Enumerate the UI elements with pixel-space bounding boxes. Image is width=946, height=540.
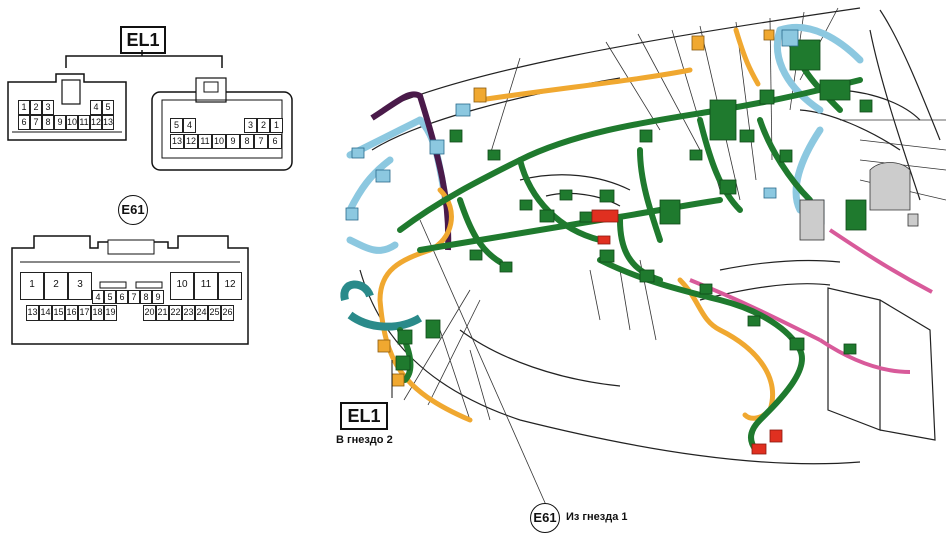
leader-lines [403,7,946,506]
el1-right-pin-10: 10 [212,134,226,149]
e61-pin-19: 19 [104,305,117,321]
e61-pin-15: 15 [52,305,65,321]
e61-pin-10: 10 [170,272,194,300]
el1-right-connector [151,77,293,171]
e61-pin-16: 16 [65,305,78,321]
e61-pin-26: 26 [221,305,234,321]
el1-left-pin-13: 13 [102,115,114,130]
el1-right-pin-1: 1 [270,118,283,133]
el1-left-pin-11: 11 [78,115,90,130]
el1-right-pin-3: 3 [244,118,257,133]
el1-right-pin-9: 9 [226,134,240,149]
e61-pin-1: 1 [20,272,44,300]
e61-pin-7: 7 [128,290,140,304]
el1-left-pin-6: 6 [18,115,30,130]
el1-right-pin-8: 8 [240,134,254,149]
purple-harness [370,91,452,251]
el1-left-pin-8: 8 [42,115,54,130]
e61-pin-13: 13 [26,305,39,321]
el1-connector-title: EL1 [120,26,166,54]
e61-pin-18: 18 [91,305,104,321]
el1-left-pin-3: 3 [42,100,54,115]
e61-pin-9: 9 [152,290,164,304]
el1-left-pin-5: 5 [102,100,114,115]
el1-left-pin-9: 9 [54,115,66,130]
e61-pin-4: 4 [92,290,104,304]
el1-right-pin-2: 2 [257,118,270,133]
e61-pin-23: 23 [182,305,195,321]
el1-left-pin-4: 4 [90,100,102,115]
red-connectors [591,209,783,455]
el1-right-pin-6: 6 [268,134,282,149]
e61-pin-11: 11 [194,272,218,300]
el1-left-pin-2: 2 [30,100,42,115]
e61-pin-6: 6 [116,290,128,304]
e61-pin-14: 14 [39,305,52,321]
e61-pin-20: 20 [143,305,156,321]
orange-connectors [377,29,775,387]
e61-pin-12: 12 [218,272,242,300]
e61-pin-2: 2 [44,272,68,300]
e61-pin-25: 25 [208,305,221,321]
el1-right-pin-5: 5 [170,118,183,133]
el1-right-pin-4: 4 [183,118,196,133]
e61-connector-title: E61 [118,195,148,225]
e61-pin-17: 17 [78,305,91,321]
el1-left-pin-1: 1 [18,100,30,115]
el1-left-pin-7: 7 [30,115,42,130]
e61-pin-8: 8 [140,290,152,304]
teal-grommet [340,280,423,331]
e61-pin-5: 5 [104,290,116,304]
e61-pin-3: 3 [68,272,92,300]
el1-callout-label: EL1 [340,402,388,430]
e61-pin-22: 22 [169,305,182,321]
e61-pin-21: 21 [156,305,169,321]
el1-right-pin-13: 13 [170,134,184,149]
el1-left-pin-12: 12 [90,115,102,130]
el1-right-pin-12: 12 [184,134,198,149]
green-connectors [395,39,873,371]
el1-callout-note: В гнездо 2 [336,434,393,446]
el1-left-pin-10: 10 [66,115,78,130]
grey-components [799,162,919,241]
el1-right-pin-7: 7 [254,134,268,149]
e61-callout-label: E61 [530,503,560,533]
e61-pin-24: 24 [195,305,208,321]
e61-callout-note: Из гнезда 1 [566,511,628,523]
el1-right-pin-11: 11 [198,134,212,149]
